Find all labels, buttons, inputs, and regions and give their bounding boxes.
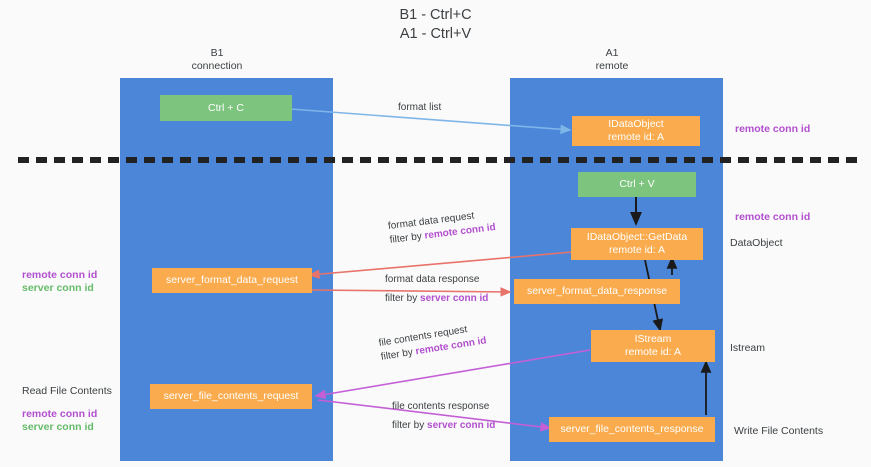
edge-label-format-data-request: format data request filter by remote con…: [387, 207, 496, 248]
node-server-format-data-request-label: server_format_data_request: [166, 274, 298, 286]
edge-label-file-contents-request: file contents request filter by remote c…: [378, 320, 488, 364]
node-istream-line2: remote id: A: [624, 346, 682, 358]
node-server-file-contents-request-label: server_file_contents_request: [163, 390, 299, 402]
node-idataobject-getdata[interactable]: IDataObject::GetData remote id: A: [571, 228, 703, 260]
annotation-istream: Istream: [730, 342, 766, 354]
edge-label-file-contents-response-filter: filter by server conn id: [392, 419, 495, 433]
annotation-left-remote-conn-id: remote conn id: [22, 269, 98, 281]
page-title-line1: B1 - Ctrl+C: [399, 7, 472, 23]
node-server-format-data-response[interactable]: server_format_data_response: [514, 279, 680, 304]
page-title: B1 - Ctrl+C A1 - Ctrl+V: [0, 6, 871, 44]
column-header-a1: A1 remote: [512, 47, 712, 73]
edge-label-format-data-response-text: format data response: [385, 274, 480, 285]
node-server-file-contents-request[interactable]: server_file_contents_request: [150, 384, 312, 409]
annotation-remote-conn-id-mid: remote conn id: [735, 211, 811, 223]
edge-label-file-contents-response-text: file contents response: [392, 401, 490, 412]
annotation-left-server-conn-id: server conn id: [22, 282, 94, 294]
column-header-b1-role: connection: [191, 60, 243, 72]
node-server-file-contents-response[interactable]: server_file_contents_response: [549, 417, 715, 442]
annotation-left-remote-conn-id-2: remote conn id: [22, 408, 98, 420]
node-getdata-line1: IDataObject::GetData: [586, 231, 688, 243]
node-server-file-contents-response-label: server_file_contents_response: [560, 423, 704, 435]
annotation-dataobject: DataObject: [730, 237, 783, 249]
column-header-b1: B1 connection: [117, 47, 317, 73]
node-istream[interactable]: IStream remote id: A: [591, 330, 715, 362]
node-idataobject-line1: IDataObject: [608, 118, 664, 130]
annotation-write-file-contents: Write File Contents: [734, 425, 824, 437]
node-server-format-data-response-label: server_format_data_response: [526, 285, 668, 297]
node-ctrl-v[interactable]: Ctrl + V: [578, 172, 696, 197]
node-server-format-data-request[interactable]: server_format_data_request: [152, 268, 312, 293]
edge-label-format-list: format list: [398, 101, 441, 115]
column-header-a1-name: A1: [605, 47, 619, 59]
node-idataobject[interactable]: IDataObject remote id: A: [572, 116, 700, 146]
node-getdata-line2: remote id: A: [608, 244, 666, 256]
node-ctrl-v-label: Ctrl + V: [619, 178, 655, 190]
edge-label-format-list-text: format list: [398, 102, 442, 113]
filter-prefix: filter by: [385, 293, 421, 304]
node-ctrl-c-label: Ctrl + C: [208, 101, 244, 114]
filter-prefix: filter by: [389, 230, 426, 246]
annotation-left-server-conn-id-2: server conn id: [22, 421, 94, 433]
node-idataobject-line2: remote id: A: [607, 131, 665, 143]
annotation-read-file-contents: Read File Contents: [22, 385, 112, 397]
edge-label-file-contents-response: file contents response filter by server …: [392, 400, 495, 433]
phase-divider: [18, 157, 858, 163]
page-title-line2: A1 - Ctrl+V: [399, 26, 472, 42]
filter-prefix: filter by: [392, 420, 428, 431]
filter-key-server-conn-id: server conn id: [427, 420, 496, 431]
node-istream-line1: IStream: [634, 333, 672, 345]
node-ctrl-c[interactable]: Ctrl + C: [160, 95, 292, 121]
filter-key-server-conn-id: server conn id: [420, 293, 489, 304]
edge-label-format-data-response: format data response filter by server co…: [385, 273, 488, 306]
column-header-a1-role: remote: [595, 60, 629, 72]
column-header-b1-name: B1: [210, 47, 224, 59]
edge-label-format-data-response-filter: filter by server conn id: [385, 292, 488, 306]
annotation-remote-conn-id-top: remote conn id: [735, 123, 811, 135]
